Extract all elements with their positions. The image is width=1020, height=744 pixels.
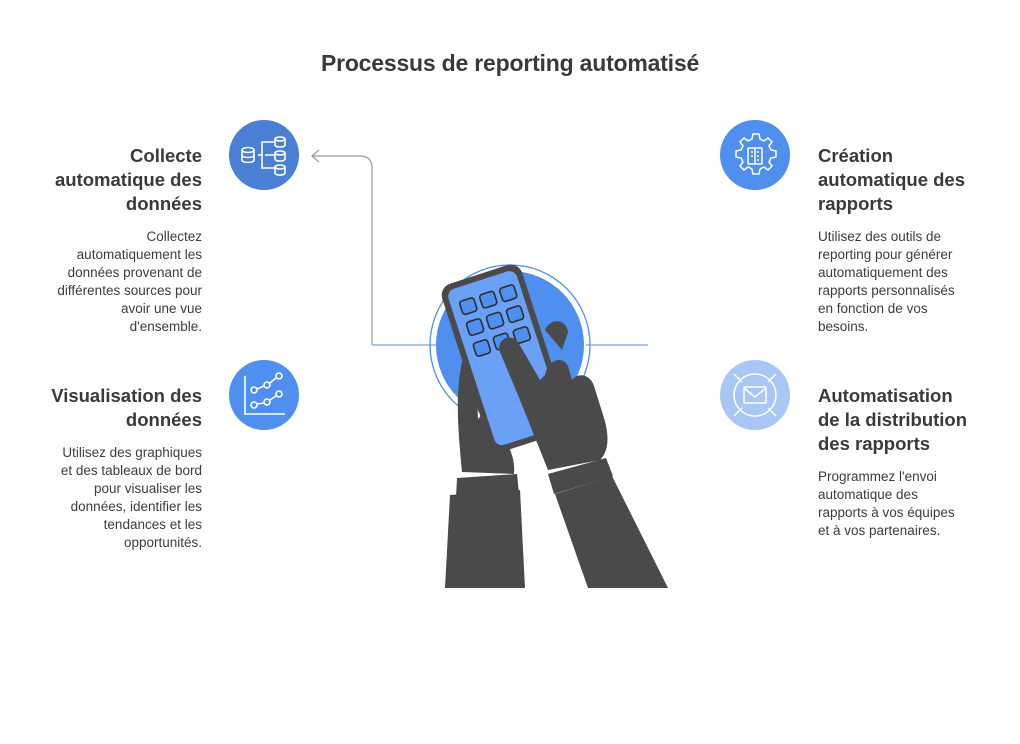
step-1-description: Collectez automatiquement les données pr…	[57, 229, 202, 334]
database-icon	[241, 136, 286, 176]
page-title: Processus de reporting automatisé	[320, 50, 700, 76]
connector-arrow	[312, 155, 373, 345]
step-3-description: Utilisez des outils de reporting pour gé…	[818, 229, 955, 334]
envelope-icon	[733, 373, 777, 417]
arrow-head	[311, 149, 320, 163]
step-1-icon-circle	[229, 120, 299, 190]
step-2-icon-circle	[229, 360, 299, 430]
step-1-heading: Collecte automatique des données	[55, 145, 202, 214]
line-chart-icon	[244, 372, 285, 415]
step-3-icon-circle	[720, 120, 790, 190]
step-4-icon-circle	[720, 360, 790, 430]
step-4-heading: Automatisation de la distribution des ra…	[818, 385, 968, 454]
step-2-heading: Visualisation des données	[51, 385, 202, 430]
gear-document-icon	[735, 133, 777, 175]
step-4-description: Programmez l'envoi automatique des rappo…	[818, 469, 955, 538]
step-2-description: Utilisez des graphiques et des tableaux …	[60, 445, 202, 550]
hand-tapping-calculator-icon	[441, 264, 668, 588]
step-3-heading: Création automatique des rapports	[818, 145, 965, 214]
